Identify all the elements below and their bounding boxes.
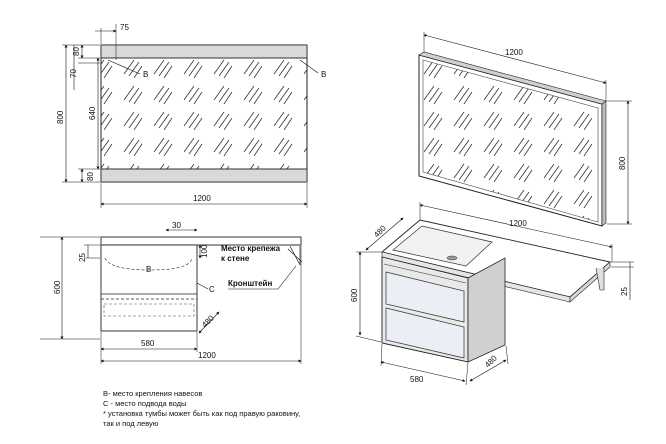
dim-depth-top-iso: 480 (372, 223, 388, 239)
bracket-iso (595, 267, 605, 291)
mount-leader-right (299, 59, 319, 74)
dim-depth-side: 480 (200, 313, 216, 329)
drawer-top (385, 271, 465, 323)
callout-mount-line2: к стене (221, 254, 250, 263)
dim-line-1200-iso (423, 34, 607, 84)
legend-line-water: С - место подвода воды (103, 399, 187, 408)
mount-label-right: B (321, 70, 326, 79)
dim-height-cabinet: 600 (53, 280, 62, 294)
cabinet-side-iso (467, 257, 506, 363)
cabinet-body-front (100, 244, 198, 332)
callout-mount-line1: Место крепежа (221, 244, 281, 253)
dim-width-mirror-iso: 1200 (505, 48, 523, 57)
legend-line-note: * установка тумбы может быть как под пра… (103, 409, 301, 418)
cabinet-mount-label: B (146, 265, 151, 274)
dim-width-top-iso: 1200 (509, 219, 527, 228)
dim-height-mirror-iso: 800 (618, 156, 627, 170)
legend-line-note-cont: так и под левую (103, 419, 159, 428)
dim-height-glass: 640 (88, 106, 97, 120)
dim-depth-bottom-iso: 480 (483, 353, 499, 369)
dim-bracket-iso: 25 (620, 287, 629, 296)
mirror-iso-view: 1200 800 (418, 32, 632, 227)
legend: В- место крепления навесов С - место под… (103, 389, 433, 429)
cabinet-iso-view: 480 1200 600 580 480 25 (350, 202, 634, 386)
mount-label-left: B (143, 70, 148, 79)
dim-bottom-band: 80 (86, 172, 95, 181)
dim-width-mirror: 1200 (193, 194, 211, 203)
dim-offset-top: 30 (172, 221, 181, 230)
dim-offset-left: 75 (120, 23, 129, 32)
callout-bracket: Кронштейн (228, 279, 272, 288)
dim-width-cabinet: 580 (141, 339, 155, 348)
cabinet-water-label: C (209, 285, 215, 294)
dim-height-total: 800 (56, 110, 65, 124)
mirror-glass (100, 57, 308, 170)
drain (446, 255, 458, 261)
mount-leader-left (107, 59, 141, 75)
dim-mount-height: 70 (69, 69, 78, 78)
drawer-bottom (385, 307, 465, 359)
dim-top-band: 80 (72, 47, 81, 56)
mirror-top-band (100, 44, 308, 59)
dim-height-iso: 600 (350, 288, 359, 302)
cabinet-front-view: B C 30 100 Место крепежа к стене Кронште… (40, 221, 303, 364)
mirror-front-view: B B 75 800 80 70 640 80 1200 (56, 23, 326, 208)
dim-height-top: 25 (78, 253, 87, 262)
dim-width-bottom-iso: 580 (410, 375, 424, 384)
mirror-bottom-band (100, 168, 308, 183)
dim-width-total-front: 1200 (198, 351, 216, 360)
dim-depth-right: 100 (200, 244, 209, 258)
legend-line-mount: В- место крепления навесов (103, 389, 203, 398)
